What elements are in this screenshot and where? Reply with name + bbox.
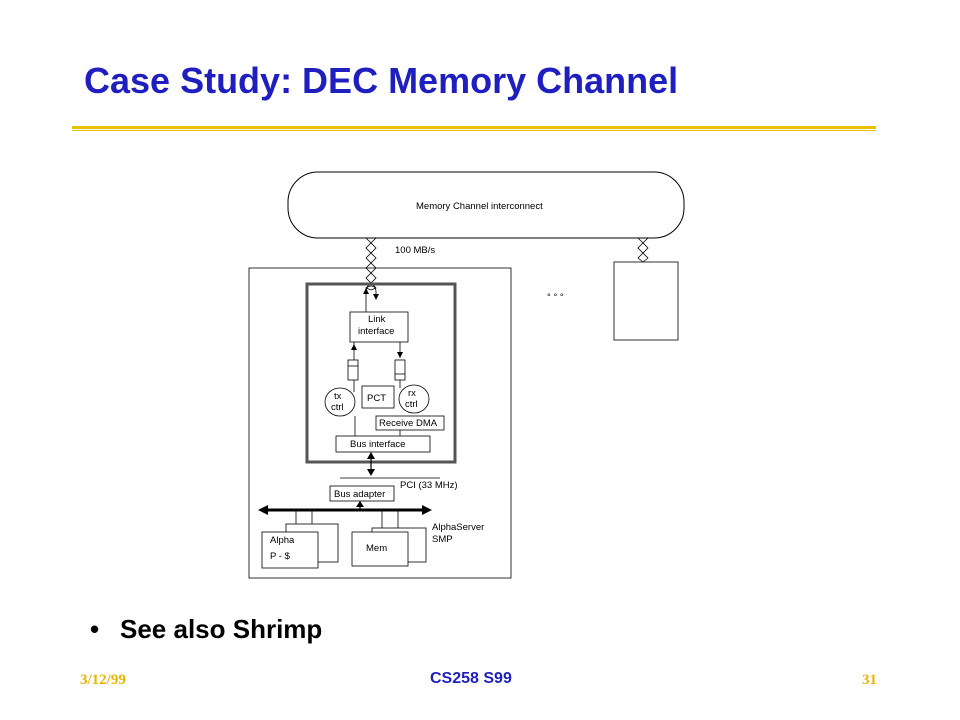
alphaserver-label-2: SMP (432, 534, 453, 545)
tx-ctrl-circle (324, 387, 356, 417)
memory-label: Mem (366, 543, 387, 554)
pci-label: PCI (33 MHz) (400, 480, 458, 491)
link-interface-label-1: Link (368, 314, 386, 325)
bandwidth-label: 100 MB/s (395, 245, 435, 256)
title-rule-thin (72, 130, 876, 131)
other-node-box (613, 261, 679, 341)
bullet-item: • See also Shrimp (90, 614, 322, 645)
adapter-box (305, 282, 457, 464)
rx-ctrl-label-2: ctrl (405, 399, 418, 410)
memory-box-front (351, 531, 409, 567)
bus-adapter-label: Bus adapter (334, 489, 385, 500)
bus-adapter-box (329, 485, 395, 502)
pct-box (361, 385, 395, 409)
rx-ctrl-label-1: rx (408, 388, 416, 399)
link-interface-box (349, 311, 409, 343)
title-rule (72, 126, 876, 129)
link-cable-right (637, 237, 649, 263)
footer-page-number: 31 (862, 672, 877, 688)
rx-ctrl-circle (398, 384, 430, 414)
bullet-text: See also Shrimp (120, 614, 323, 644)
processor-box-front (261, 531, 319, 569)
bus-interface-label: Bus interface (350, 439, 405, 450)
rx-fifo (394, 359, 406, 381)
processor-label-1: Alpha (270, 535, 295, 546)
link-cable-left (365, 237, 377, 291)
tx-ctrl-label-2: ctrl (331, 402, 344, 413)
footer-course: CS258 S99 (430, 670, 512, 687)
alphaserver-box (248, 267, 512, 579)
processor-label-2: P - $ (270, 551, 291, 562)
link-interface-label-2: interface (358, 326, 394, 337)
receive-dma-label: Receive DMA (379, 418, 438, 429)
ellipsis-label: ° ° ° (547, 292, 564, 303)
tx-fifo (347, 359, 359, 381)
alphaserver-label-1: AlphaServer (432, 522, 484, 533)
interconnect-box (287, 171, 685, 239)
slide-title: Case Study: DEC Memory Channel (84, 60, 679, 101)
tx-ctrl-label-1: tx (334, 391, 342, 402)
bus-interface-box (335, 435, 431, 453)
receive-dma-box (375, 415, 445, 431)
bullet-marker: • (90, 614, 100, 644)
interconnect-label: Memory Channel interconnect (416, 201, 543, 212)
footer-date: 3/12/99 (80, 672, 126, 688)
pct-label: PCT (367, 393, 386, 404)
